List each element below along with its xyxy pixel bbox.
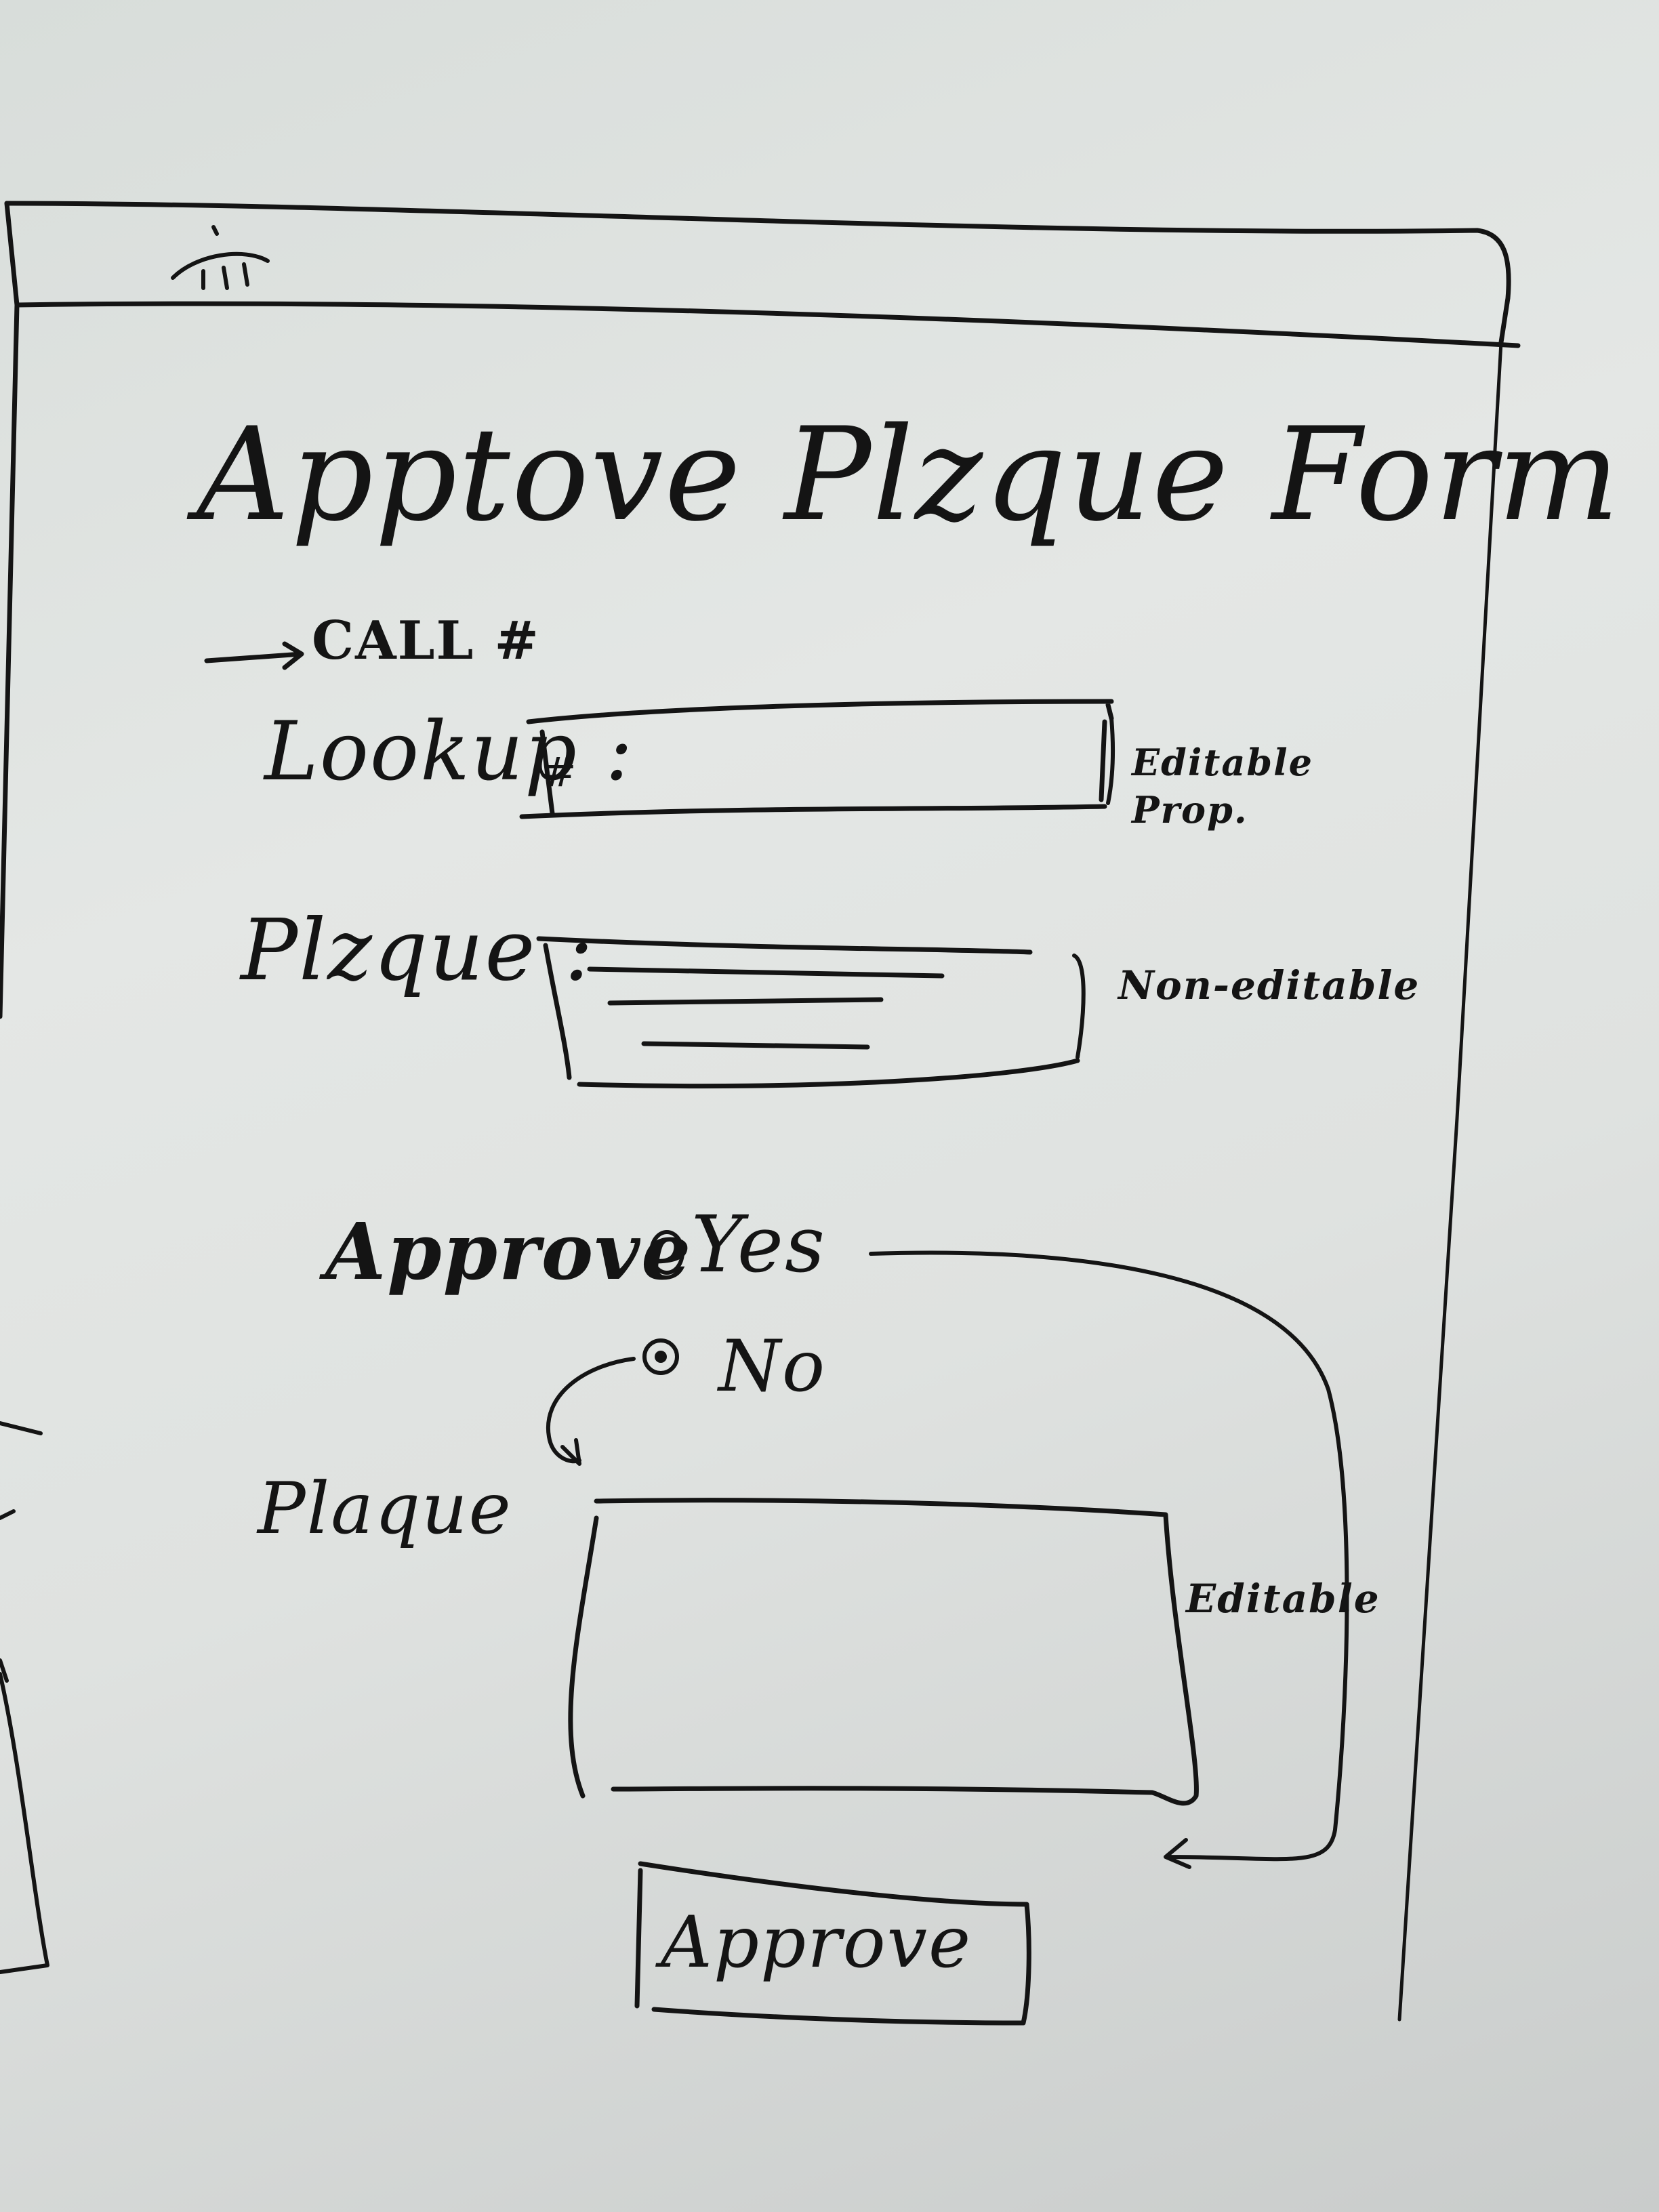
plaque-readonly-line-2 — [607, 997, 884, 1006]
radio-no-selected-dot — [655, 1351, 667, 1363]
no-arrow — [546, 1357, 636, 1466]
plaque-note: Non-editable — [1118, 962, 1420, 1008]
plaque-readonly-box — [542, 942, 1078, 1084]
window-right-edge — [1397, 340, 1503, 2022]
radio-no[interactable] — [642, 1338, 679, 1375]
plaque-editable-border — [568, 1498, 1199, 1806]
plaque-edit-label: Plaque — [258, 1467, 512, 1550]
lookup-note-bracket — [1106, 716, 1115, 805]
approve-button-border — [634, 1861, 1031, 2026]
yes-label: Yes — [691, 1200, 826, 1290]
window-frame — [4, 201, 1511, 345]
plaque-note-bracket — [1072, 954, 1086, 1059]
wifi-icon — [171, 225, 270, 290]
window-left-edge — [0, 201, 20, 1019]
lookup-input-left — [539, 729, 555, 816]
left-partial-sketch — [0, 1421, 49, 1974]
plaque-editable-textarea[interactable] — [590, 1501, 1193, 1793]
lookup-input-value: # — [542, 749, 578, 796]
call-arrow — [204, 641, 304, 670]
yes-arrow — [869, 1250, 1349, 1869]
plaque-edit-note: Editable — [1186, 1576, 1380, 1622]
plaque-label: Plzque : — [241, 901, 595, 1000]
window-titlebar-divider — [14, 301, 1521, 348]
lookup-note: Editable Prop. — [1132, 741, 1313, 832]
no-label: No — [718, 1325, 827, 1408]
form-title: Apptove Plzque Form — [197, 400, 1621, 550]
lookup-input[interactable] — [529, 705, 1108, 813]
call-annotation: CALL # — [312, 610, 540, 672]
approve-label: Approve — [325, 1206, 693, 1298]
plaque-readonly-line-1 — [587, 966, 945, 979]
plaque-readonly-border — [536, 936, 1080, 1089]
lookup-label: Lookup : — [264, 705, 634, 799]
lookup-input-border — [519, 699, 1114, 819]
radio-yes[interactable] — [649, 1230, 684, 1275]
approve-button-label: Approve — [661, 1901, 972, 1984]
plaque-readonly-line-3 — [641, 1041, 870, 1050]
